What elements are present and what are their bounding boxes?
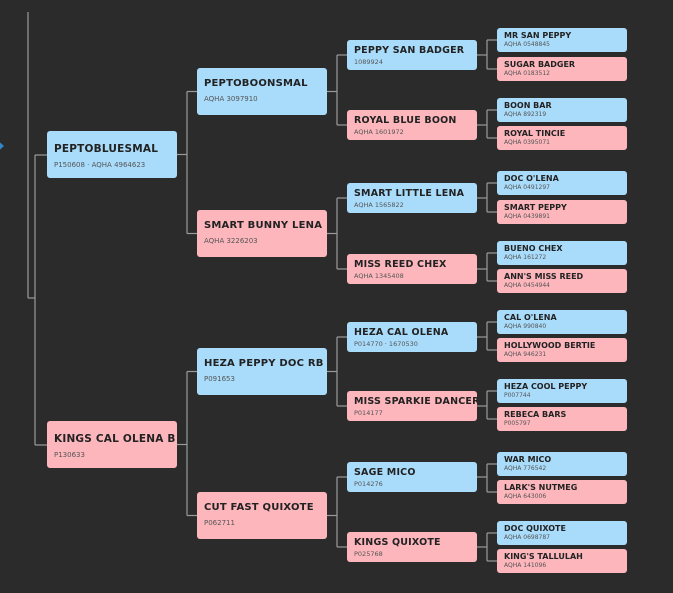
horse-card-smart-bunny-lena[interactable]: SMART BUNNY LENA AQHA 3226203: [197, 210, 327, 257]
registration-number: AQHA 776542: [504, 465, 547, 472]
horse-card-miss-reed-chex[interactable]: MISS REED CHEX AQHA 1345408: [347, 254, 477, 284]
registration-number: AQHA 0439891: [504, 213, 550, 220]
registration-number: AQHA 1345408: [354, 272, 404, 280]
horse-card-peptobluesmal[interactable]: PEPTOBLUESMAL P150608 · AQHA 4964623: [47, 131, 177, 178]
registration-number: P025768: [354, 550, 383, 558]
horse-card-peppy-san-badger[interactable]: PEPPY SAN BADGER 1089924: [347, 40, 477, 70]
horse-name: HEZA COOL PEPPY: [504, 382, 588, 391]
horse-name: BOON BAR: [504, 101, 552, 110]
horse-name: HEZA CAL OLENA: [354, 327, 449, 338]
registration-number: P150608 · AQHA 4964623: [54, 161, 146, 169]
horse-name: HOLLYWOOD BERTIE: [504, 341, 596, 350]
chevron-right-icon[interactable]: [0, 137, 4, 155]
horse-name: WAR MICO: [504, 455, 552, 464]
registration-number: AQHA 1601972: [354, 128, 404, 136]
horse-name: SMART BUNNY LENA: [204, 220, 323, 231]
horse-card-heza-cal-olena[interactable]: HEZA CAL OLENA P014770 · 1670530: [347, 322, 477, 352]
registration-number: AQHA 946231: [504, 351, 547, 358]
horse-name: ROYAL TINCIE: [504, 129, 566, 138]
registration-number: AQHA 3226203: [204, 237, 258, 245]
registration-number: AQHA 990840: [504, 323, 547, 330]
registration-number: AQHA 0395071: [504, 139, 550, 146]
horse-name: SUGAR BADGER: [504, 60, 576, 69]
registration-number: AQHA 892319: [504, 111, 547, 118]
registration-number: P062711: [204, 519, 235, 527]
registration-number: AQHA 3097910: [204, 95, 258, 103]
registration-number: P005797: [504, 420, 531, 427]
horse-card-kings-cal-olena-b[interactable]: KINGS CAL OLENA B P130633: [47, 421, 177, 468]
registration-number: AQHA 0454944: [504, 282, 550, 289]
horse-name: ROYAL BLUE BOON: [354, 115, 457, 126]
horse-name: CAL O'LENA: [504, 313, 557, 322]
registration-number: AQHA 141096: [504, 562, 547, 569]
horse-name: DOC QUIXOTE: [504, 524, 566, 533]
horse-name: MISS REED CHEX: [354, 259, 447, 270]
registration-number: AQHA 0183512: [504, 70, 550, 77]
registration-number: AQHA 643006: [504, 493, 547, 500]
horse-name: PEPPY SAN BADGER: [354, 45, 465, 56]
horse-name: HEZA PEPPY DOC RB: [204, 358, 324, 369]
registration-number: P014177: [354, 409, 383, 417]
registration-number: AQHA 0548845: [504, 41, 550, 48]
horse-name: SMART PEPPY: [504, 203, 567, 212]
horse-name: MR SAN PEPPY: [504, 31, 572, 40]
horse-card-kings-quixote[interactable]: KINGS QUIXOTE P025768: [347, 532, 477, 562]
horse-name: REBECA BARS: [504, 410, 567, 419]
registration-number: P014770 · 1670530: [354, 340, 418, 348]
registration-number: P014276: [354, 480, 383, 488]
horse-card-sage-mico[interactable]: SAGE MICO P014276: [347, 462, 477, 492]
horse-name: KINGS CAL OLENA B: [54, 433, 176, 445]
horse-name: KING'S TALLULAH: [504, 552, 583, 561]
horse-card-miss-sparkie-dancer[interactable]: MISS SPARKIE DANCER P014177: [347, 391, 477, 421]
registration-number: P007744: [504, 392, 531, 399]
horse-card-royal-blue-boon[interactable]: ROYAL BLUE BOON AQHA 1601972: [347, 110, 477, 140]
horse-name: MISS SPARKIE DANCER: [354, 396, 477, 407]
horse-name: DOC O'LENA: [504, 174, 559, 183]
horse-name: LARK'S NUTMEG: [504, 483, 578, 492]
registration-number: P091653: [204, 375, 235, 383]
registration-number: AQHA 0698787: [504, 534, 550, 541]
registration-number: 1089924: [354, 58, 383, 66]
horse-name: PEPTOBLUESMAL: [54, 143, 159, 155]
horse-card-peptoboonsmal[interactable]: PEPTOBOONSMAL AQHA 3097910: [197, 68, 327, 115]
horse-name: ANN'S MISS REED: [504, 272, 584, 281]
horse-name: KINGS QUIXOTE: [354, 537, 441, 548]
horse-name: BUENO CHEX: [504, 244, 563, 253]
registration-number: AQHA 0491297: [504, 184, 550, 191]
horse-name: PEPTOBOONSMAL: [204, 78, 308, 89]
horse-card-smart-little-lena[interactable]: SMART LITTLE LENA AQHA 1565822: [347, 183, 477, 213]
registration-number: P130633: [54, 451, 85, 459]
horse-card-heza-peppy-doc-rb[interactable]: HEZA PEPPY DOC RB P091653: [197, 348, 327, 395]
horse-name: SAGE MICO: [354, 467, 416, 478]
horse-name: SMART LITTLE LENA: [354, 188, 465, 199]
horse-name: CUT FAST QUIXOTE: [204, 502, 314, 513]
registration-number: AQHA 1565822: [354, 201, 404, 209]
registration-number: AQHA 161272: [504, 254, 547, 261]
horse-card-cut-fast-quixote[interactable]: CUT FAST QUIXOTE P062711: [197, 492, 327, 539]
